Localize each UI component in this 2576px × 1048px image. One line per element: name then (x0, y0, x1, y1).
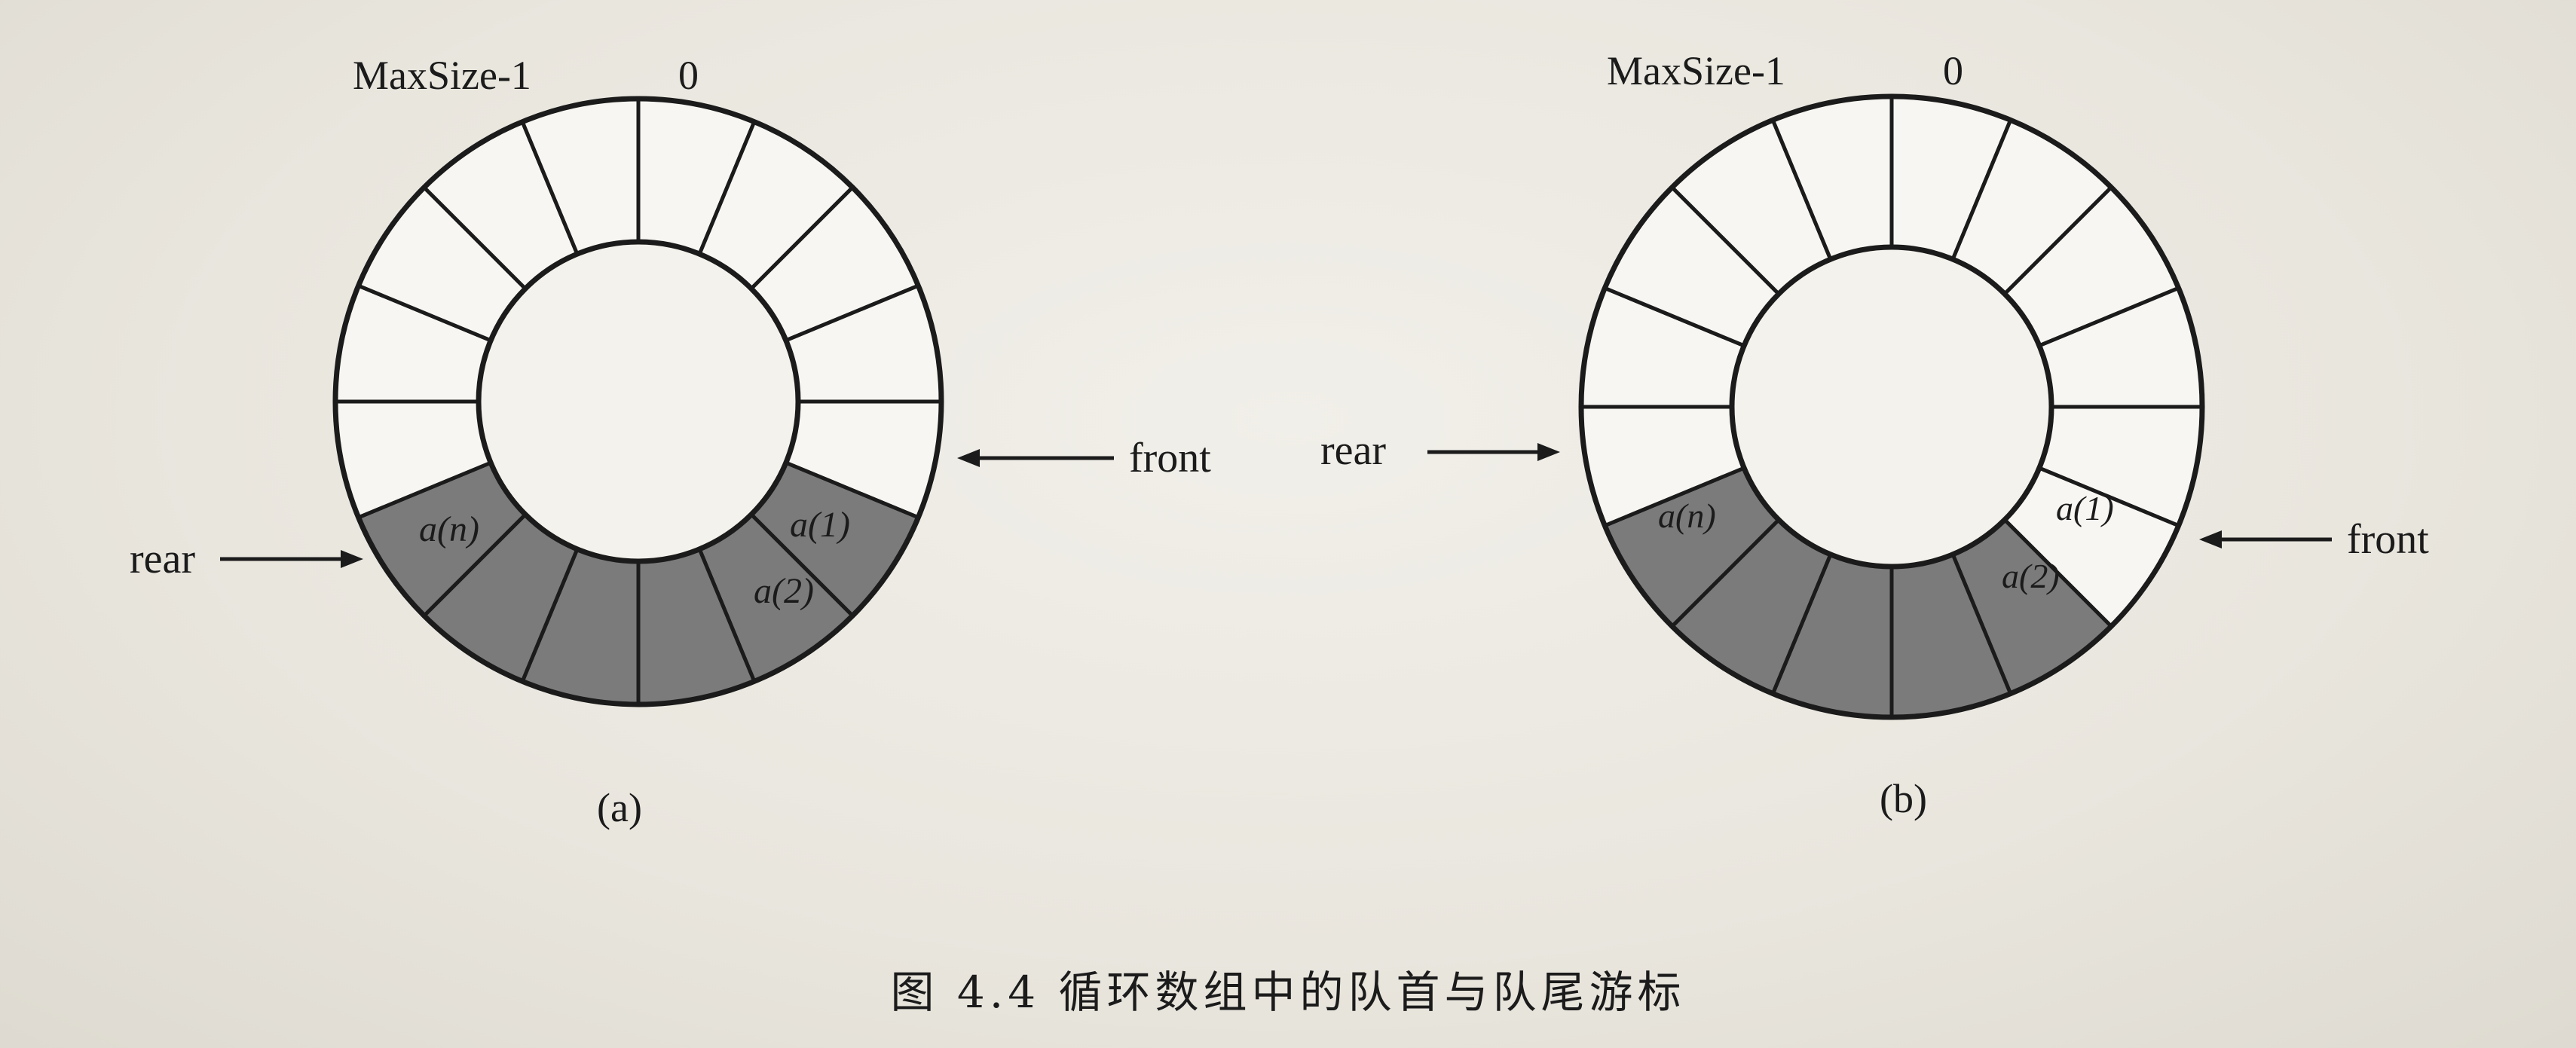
zero-index-label-b: 0 (1943, 48, 1963, 93)
front-label-a: front (1129, 435, 1211, 481)
cell-label-a1-a: a(1) (790, 505, 850, 545)
front-label-b: front (2347, 516, 2429, 563)
cell-label-a1-b: a(1) (2056, 489, 2114, 527)
diagram-b: MaxSize-1 0 a(1) a(2) a(n) rear front (b… (1320, 48, 2429, 821)
cell-label-an-b: a(n) (1658, 497, 1716, 535)
outer-circle-b (1578, 93, 2205, 720)
zero-index-label-a: 0 (678, 53, 699, 98)
sublabel-a: (a) (597, 785, 642, 830)
outer-circle-a (332, 96, 944, 707)
rear-pointer-a: rear (130, 536, 363, 582)
ring-a (332, 96, 944, 707)
diagram-a: MaxSize-1 0 a(1) a(2) a(n) front rear (a… (130, 53, 1211, 830)
figure-caption: 图 4.4 循环数组中的队首与队尾游标 (890, 967, 1686, 1018)
inner-circle-a (476, 239, 801, 564)
rear-pointer-b: rear (1320, 427, 1560, 474)
cell-label-a2-a: a(2) (754, 571, 814, 611)
front-pointer-a: front (957, 435, 1211, 481)
front-pointer-b: front (2199, 516, 2429, 563)
inner-circle-b (1729, 244, 2054, 570)
ring-b (1578, 93, 2205, 720)
max-index-label-a: MaxSize-1 (353, 53, 531, 98)
max-index-label-b: MaxSize-1 (1607, 48, 1785, 93)
cell-label-an-a: a(n) (419, 509, 479, 549)
sublabel-b: (b) (1880, 776, 1927, 821)
rear-label-b: rear (1320, 427, 1386, 474)
cell-label-a2-b: a(2) (2002, 557, 2060, 595)
rear-label-a: rear (130, 536, 195, 582)
